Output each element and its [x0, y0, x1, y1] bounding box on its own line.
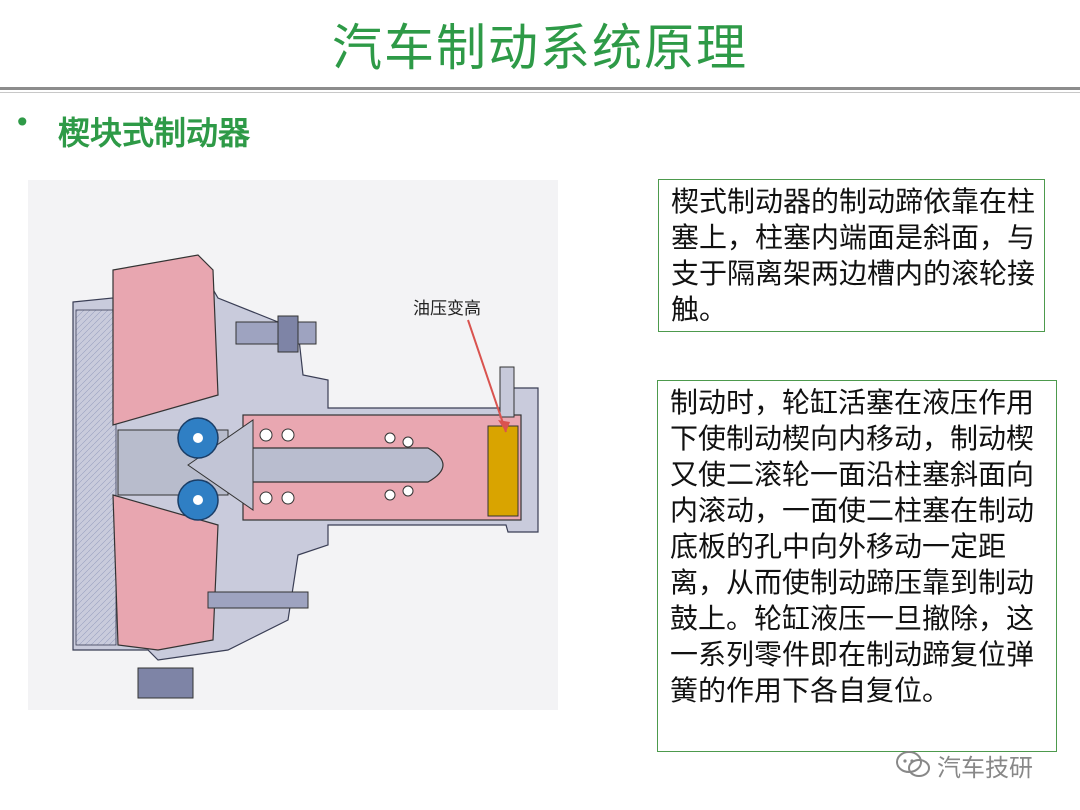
title-divider — [0, 87, 1080, 90]
bearing-balls — [259, 428, 414, 505]
description-box-structure: 楔式制动器的制动蹄依靠在柱塞上，柱塞内端面是斜面，与支于隔离架两边槽内的滚轮接触… — [658, 179, 1045, 332]
bolt-head-upper — [277, 315, 299, 353]
wedge-rod — [242, 447, 444, 483]
description-box-operation: 制动时，轮缸活塞在液压作用下使制动楔向内移动，制动楔又使二滚轮一面沿柱塞斜面向内… — [657, 380, 1057, 752]
brake-shoe-upper — [112, 254, 219, 426]
wedge-head — [187, 419, 254, 511]
wechat-icon — [896, 751, 930, 777]
watermark-text: 汽车技研 — [937, 753, 1033, 782]
title-divider-thin — [0, 92, 1080, 93]
wedge-brake-diagram: 油压变高 — [28, 180, 558, 710]
slide-title: 汽车制动系统原理 — [332, 19, 748, 77]
slide-subtitle: 楔块式制动器 — [58, 114, 251, 152]
bolt-lower — [207, 591, 309, 609]
bleed-screw — [499, 366, 515, 418]
base-foot — [137, 667, 194, 699]
watermark: 汽车技研 — [895, 748, 1033, 782]
wheel-cylinder-piston — [487, 425, 519, 517]
bullet-marker: • — [14, 106, 31, 139]
pressure-label: 油压变高 — [413, 299, 481, 319]
housing-hatch — [75, 309, 117, 646]
bolt-upper — [235, 321, 317, 345]
pressure-pointer-arrow — [467, 319, 507, 433]
